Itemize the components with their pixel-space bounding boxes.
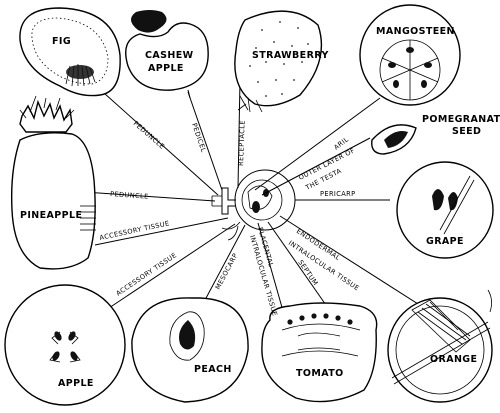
cashew-drawing xyxy=(125,10,209,99)
grape-label: GRAPE xyxy=(426,236,464,247)
label-peduncle-fig: PEDUNCLE xyxy=(132,119,166,150)
connector-lines xyxy=(54,79,441,323)
peach-label: PEACH xyxy=(194,364,232,375)
strawberry-drawing xyxy=(234,10,323,113)
grape-drawing xyxy=(396,161,494,259)
label-accessory-pine: ACCESSORY TISSUE xyxy=(99,219,170,242)
line-intralocular xyxy=(279,215,441,319)
apple-drawing xyxy=(4,284,126,406)
label-accessory-apple: ACCESSORY TISSUE xyxy=(115,251,179,298)
tomato-label: TOMATO xyxy=(296,368,344,379)
orange-drawing xyxy=(387,289,493,403)
line-aril xyxy=(254,97,381,191)
orange-label: ORANGE xyxy=(430,354,477,365)
fig-label: FIG xyxy=(52,36,71,47)
pineapple-label: PINEAPPLE xyxy=(20,210,82,221)
label-peduncle-pine: PEDUNCLE xyxy=(110,190,149,201)
pomegranate-seed-drawing xyxy=(371,124,417,155)
line-accessory-pine xyxy=(94,217,229,246)
cashew-label-2: APPLE xyxy=(148,63,184,74)
line-pedicel xyxy=(187,91,223,191)
line-peduncle-fig xyxy=(94,84,219,196)
fig-drawing xyxy=(19,7,121,97)
central-flower xyxy=(211,169,296,241)
cashew-label-1: CASHEW xyxy=(145,50,194,61)
pomegranate-label-2: SEED xyxy=(452,126,481,137)
line-mesocarp xyxy=(204,224,246,301)
mangosteen-drawing xyxy=(359,4,461,106)
line-septum xyxy=(267,221,336,319)
line-accessory-apple xyxy=(87,223,236,323)
tomato-drawing xyxy=(261,302,378,403)
strawberry-label: STRAWBERRY xyxy=(252,50,329,61)
pomegranate-label-1: POMEGRANATE xyxy=(422,114,500,125)
label-pericarp: PERICARP xyxy=(320,190,356,198)
label-mesocarp: MESOCARP xyxy=(214,252,240,291)
line-placental xyxy=(257,222,286,319)
label-pedicel: PEDICEL xyxy=(190,122,207,153)
mangosteen-label: MANGOSTEEN xyxy=(376,26,455,37)
label-receptacle: RECEPTACLE xyxy=(237,120,247,166)
apple-label: APPLE xyxy=(58,378,94,389)
pineapple-drawing xyxy=(11,95,96,270)
peach-drawing xyxy=(131,297,249,403)
line-receptacle xyxy=(237,79,241,189)
line-testa xyxy=(261,137,371,196)
